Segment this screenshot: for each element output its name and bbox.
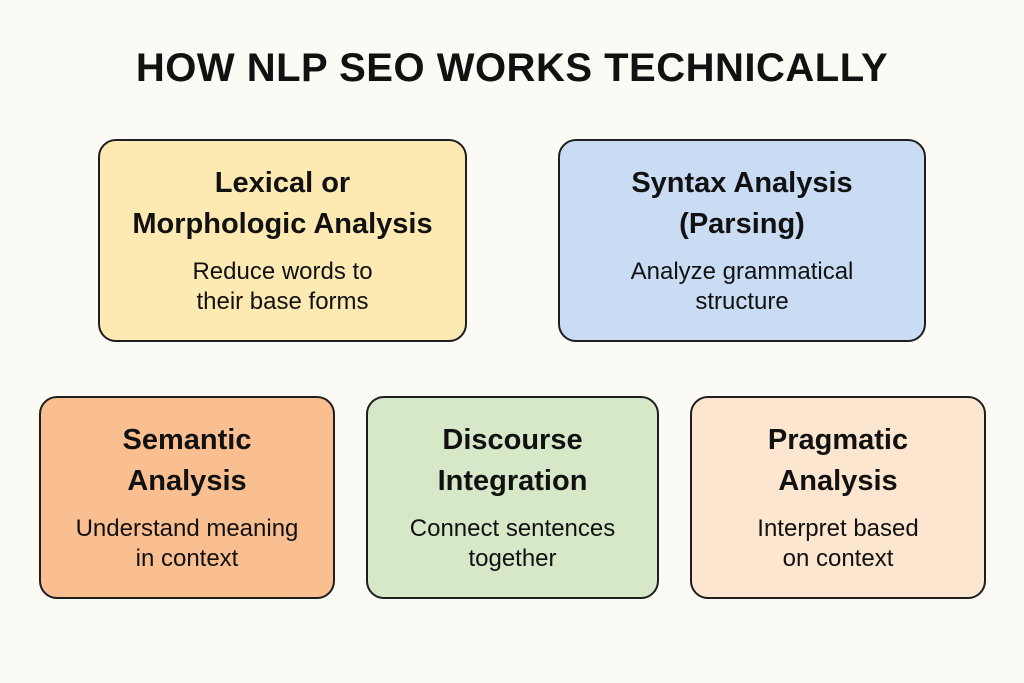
desc-line: in context (135, 545, 239, 572)
heading-line: Pragmatic (767, 424, 909, 456)
desc-line: structure (695, 288, 789, 315)
desc-line: Interpret based (757, 515, 919, 542)
heading-line: Lexical or (214, 167, 351, 199)
heading-line: Integration (437, 465, 588, 497)
desc-line: Analyze grammatical (630, 258, 854, 285)
box-description: Understand meaning in context (41, 514, 333, 574)
desc-line: their base forms (196, 288, 369, 315)
heading-line: Morphologic Analysis (132, 208, 433, 240)
desc-line: Understand meaning (75, 515, 299, 542)
box-description: Connect sentences together (368, 514, 657, 574)
heading-line: Semantic (122, 424, 252, 456)
desc-line: together (468, 545, 557, 572)
heading-line: Discourse (442, 424, 583, 456)
heading-line: Syntax Analysis (631, 167, 853, 199)
box-lexical-analysis: Lexical or Morphologic Analysis Reduce wo… (98, 139, 467, 342)
desc-line: Connect sentences (409, 515, 616, 542)
box-description: Reduce words to their base forms (100, 257, 465, 317)
desc-line: on context (782, 545, 894, 572)
box-heading: Lexical or Morphologic Analysis (100, 141, 465, 245)
box-description: Analyze grammatical structure (560, 257, 924, 317)
heading-line: Analysis (127, 465, 247, 497)
box-heading: Syntax Analysis (Parsing) (560, 141, 924, 245)
diagram-title: HOW NLP SEO WORKS TECHNICALLY (135, 46, 889, 90)
heading-line: Analysis (778, 465, 898, 497)
box-description: Interpret based on context (692, 514, 984, 574)
box-syntax-analysis: Syntax Analysis (Parsing) Analyze grammat… (558, 139, 926, 342)
desc-line: Reduce words to (192, 258, 373, 285)
heading-line: (Parsing) (679, 208, 805, 240)
